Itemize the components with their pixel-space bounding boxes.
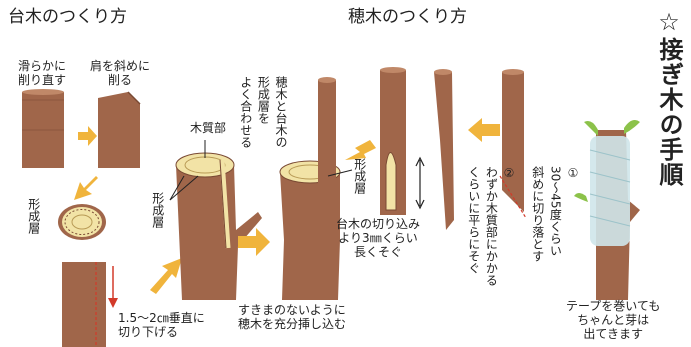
rootstock-shoulder-cut xyxy=(98,91,141,168)
title-grafting-steps: ☆接ぎ木の手順 xyxy=(655,8,683,187)
label-cambium-graft: 形成層 xyxy=(352,158,367,194)
arrow-right-2 xyxy=(238,228,270,256)
scion-angled xyxy=(499,69,527,219)
grafted-stock xyxy=(279,77,341,300)
pointer-cambium-left-2 xyxy=(169,175,199,201)
arrow-up-right xyxy=(150,258,182,294)
label-step2: くらいに平らにそぐ わずか木質部にかかる ② xyxy=(466,166,517,286)
arrow-right-1 xyxy=(78,126,97,146)
pointer-cambium-left xyxy=(169,175,185,201)
cross-section xyxy=(58,204,106,240)
header-rootstock: 台木のつくり方 xyxy=(8,7,127,27)
taped-graft xyxy=(574,120,640,300)
header-scion: 穂木のつくり方 xyxy=(348,7,467,27)
rootstock-smoothed xyxy=(22,89,64,168)
arrow-down-left xyxy=(74,176,98,200)
length-arrow xyxy=(415,156,425,210)
label-cambium-split: 形成層 xyxy=(150,192,165,228)
label-no-gap: すきまのないように穂木を充分挿し込む xyxy=(238,303,347,331)
label-tape: テープを巻いてもちゃんと芽は出てきます xyxy=(566,299,661,341)
label-xylem: 木質部 xyxy=(190,121,227,135)
arrow-left-2 xyxy=(468,118,500,142)
label-rootstock-cut: 台木の切り込みより3㎜くらい長くそぐ xyxy=(336,217,421,259)
label-vertical-cut: 1.5〜2㎝垂直に切り下げる xyxy=(118,311,205,339)
label-match-cambium: よく合わせる 形成層を 穂木と台木の xyxy=(238,76,289,148)
rootstock-vertical-cut xyxy=(62,262,106,347)
rootstock-split xyxy=(175,152,262,300)
label-smooth-cut: 滑らかに削り直す xyxy=(18,59,67,87)
pointer-cambium-center xyxy=(327,169,353,177)
arrow-left-1 xyxy=(345,140,376,160)
scion-cut xyxy=(380,67,406,215)
scion-sliced xyxy=(434,69,454,230)
label-step1: 斜めに切り落とす 30〜45度くらい ① xyxy=(530,166,581,262)
red-arrow-down xyxy=(108,266,118,308)
label-cambium-cross: 形成層 xyxy=(26,198,41,234)
label-shoulder-cut: 肩を斜めに削る xyxy=(90,59,151,87)
